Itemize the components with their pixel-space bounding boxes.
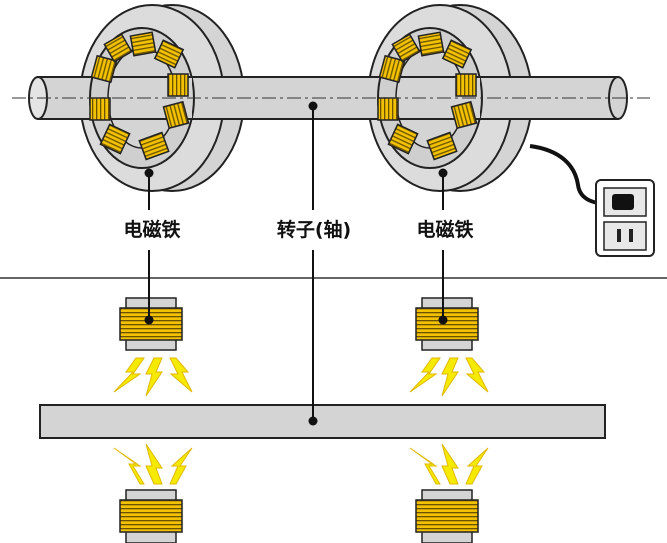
leader-dots (144, 101, 448, 426)
bolt-group-left-upper (113, 357, 193, 397)
label-electromagnet-left: 电磁铁 (123, 218, 180, 241)
power-outlet (595, 179, 655, 257)
right-upper-magnet (415, 297, 479, 351)
right-lower-magnet (415, 489, 479, 543)
label-rotor-shaft: 转子(轴) (277, 218, 351, 241)
label-electromagnet-right: 电磁铁 (416, 218, 473, 241)
leader-lines (148, 106, 444, 421)
bolt-group-left-lower (113, 443, 193, 485)
magnetic-force-bolts (113, 357, 489, 485)
bolt-group-right-upper (409, 357, 489, 397)
left-lower-magnet (119, 489, 183, 543)
rotor-shaft-section (39, 404, 606, 439)
bolt-group-right-lower (409, 443, 489, 485)
lower-section-view (39, 297, 606, 543)
upper-3d-view (12, 4, 655, 257)
